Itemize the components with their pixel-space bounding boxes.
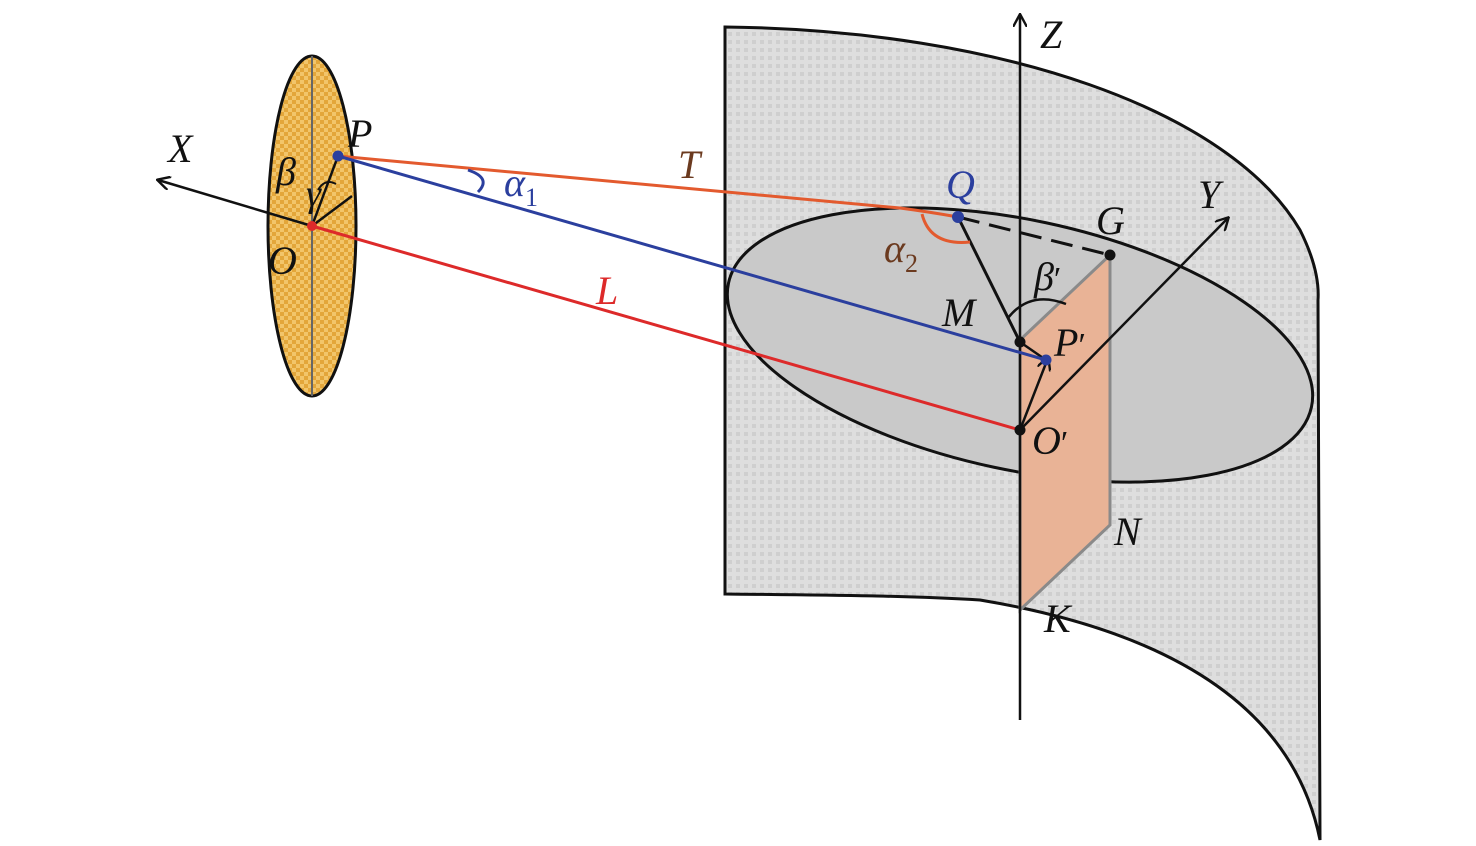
label-z: Z <box>1040 12 1063 57</box>
y-axis <box>1019 218 1228 431</box>
segment-op <box>310 155 340 227</box>
vector-o-p-prime <box>1018 358 1048 431</box>
point-p <box>332 150 344 162</box>
beta-prime-base: β <box>1033 254 1054 299</box>
label-p-prime: P′ <box>1053 320 1086 365</box>
label-alpha2: α2 <box>884 226 918 278</box>
beta-prime-arc <box>1007 298 1067 319</box>
label-beta: β <box>275 149 296 194</box>
point-m <box>1014 336 1026 348</box>
alpha2-arc <box>920 213 971 244</box>
point-p-prime <box>1040 354 1052 366</box>
point-g <box>1104 249 1116 261</box>
alpha2-symbol: α <box>884 226 906 271</box>
label-l: L <box>595 268 618 313</box>
gamma-arc <box>317 181 337 191</box>
label-k: K <box>1043 596 1073 641</box>
o-prime-mark: ′ <box>1061 425 1068 462</box>
p-prime-mark: ′ <box>1078 327 1085 364</box>
lens-radial <box>311 195 353 227</box>
point-q <box>952 211 964 223</box>
alpha2-sub: 2 <box>905 249 918 278</box>
label-x: X <box>166 126 194 171</box>
o-prime-base: O <box>1032 418 1061 463</box>
label-o-prime: O′ <box>1032 418 1068 463</box>
label-gamma: γ <box>306 173 322 215</box>
point-o <box>307 221 317 231</box>
beta-prime-mark: ′ <box>1054 261 1061 298</box>
ray-l <box>311 224 1021 432</box>
ray-blue <box>337 154 1047 362</box>
label-beta-prime: β′ <box>1033 254 1061 299</box>
p-prime-base: P <box>1053 320 1078 365</box>
label-y: Y <box>1198 172 1224 217</box>
segment-qm <box>956 216 1022 343</box>
x-axis <box>158 180 313 228</box>
alpha1-sub: 1 <box>525 183 538 212</box>
label-alpha1: α1 <box>504 160 538 212</box>
label-o: O <box>268 238 297 283</box>
label-m: M <box>941 290 978 335</box>
label-n: N <box>1113 509 1143 554</box>
alpha1-symbol: α <box>504 160 526 205</box>
label-p: P <box>347 111 372 156</box>
label-g: G <box>1096 198 1125 243</box>
label-q: Q <box>946 162 975 207</box>
point-o-prime <box>1014 424 1026 436</box>
segment-qg-dashed <box>957 215 1111 257</box>
label-t: T <box>678 142 703 187</box>
alpha1-arc <box>467 168 485 194</box>
